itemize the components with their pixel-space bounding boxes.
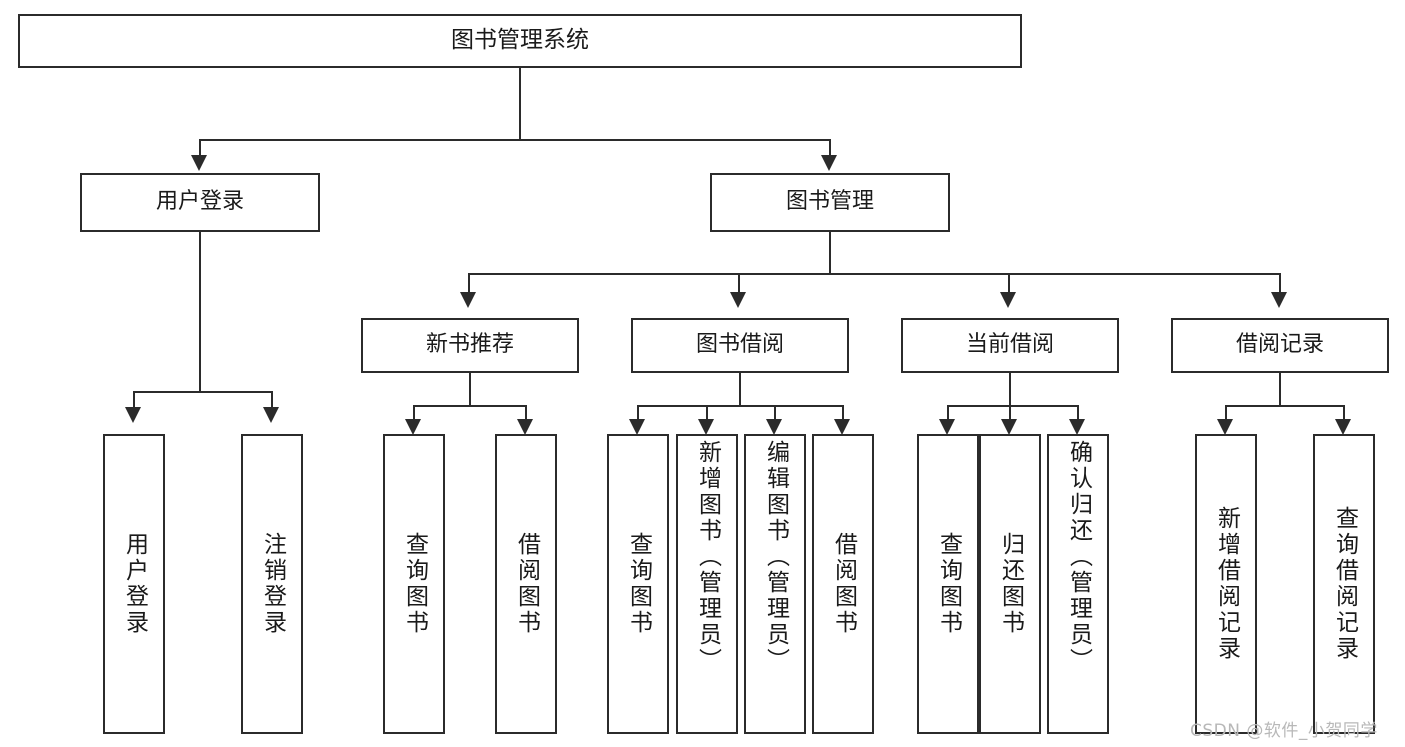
leaf-cb-query-book[interactable]: 查询图书 xyxy=(917,434,979,734)
node-book-borrow[interactable]: 图书借阅 xyxy=(631,318,849,373)
node-label: 借阅记录 xyxy=(1235,332,1324,358)
connector-borrow-record-bus xyxy=(1225,405,1343,407)
node-label: 当前借阅 xyxy=(965,332,1054,358)
arrowhead-current-borrow xyxy=(1000,292,1016,308)
connector-root-bus xyxy=(199,139,831,141)
connector-book-borrow-stem xyxy=(739,373,741,406)
connector-root-stem xyxy=(519,68,521,140)
node-current-borrow[interactable]: 当前借阅 xyxy=(901,318,1119,373)
leaf-br-add-record[interactable]: 新增借阅记录 xyxy=(1195,434,1257,734)
arrowhead-bb-add-book xyxy=(698,419,714,435)
watermark-csdn: CSDN @软件_小贺同学 xyxy=(1190,721,1378,741)
connector-current-borrow-stem xyxy=(1009,373,1011,406)
leaf-cb-return-book[interactable]: 归还图书 xyxy=(979,434,1041,734)
node-label: 图书借阅 xyxy=(695,332,784,358)
node-label: 新增借阅记录 xyxy=(1213,506,1240,662)
node-label: 图书管理系统 xyxy=(451,27,589,54)
node-label: 查询图书 xyxy=(625,532,652,636)
node-label: 用户登录 xyxy=(121,532,148,636)
node-label: 归还图书 xyxy=(997,532,1024,636)
node-label: 注销登录 xyxy=(259,532,286,636)
connector-user-login-bus xyxy=(133,391,271,393)
arrowhead-new-book-recommend xyxy=(460,292,476,308)
node-label: 确认归还（管理员） xyxy=(1065,440,1092,674)
node-label: 图书管理 xyxy=(785,189,874,215)
connector-bb-drop-3 xyxy=(774,405,776,421)
leaf-nb-borrow-book[interactable]: 借阅图书 xyxy=(495,434,557,734)
node-label: 新增图书（管理员） xyxy=(694,440,721,674)
connector-new-book-drop-2 xyxy=(525,405,527,421)
arrowhead-cb-query-book xyxy=(939,419,955,435)
node-user-login[interactable]: 用户登录 xyxy=(80,173,320,232)
connector-bb-drop-1 xyxy=(637,405,639,421)
connector-bb-drop-4 xyxy=(842,405,844,421)
arrowhead-book-borrow xyxy=(730,292,746,308)
node-label: 借阅图书 xyxy=(513,532,540,636)
arrowhead-leaf-user-login xyxy=(125,407,141,423)
connector-root-to-book-management xyxy=(829,139,831,157)
connector-br-drop-2 xyxy=(1343,405,1345,421)
arrowhead-br-add-record xyxy=(1217,419,1233,435)
arrowhead-br-query-record xyxy=(1335,419,1351,435)
node-book-management[interactable]: 图书管理 xyxy=(710,173,950,232)
connector-new-book-stem xyxy=(469,373,471,406)
leaf-logout[interactable]: 注销登录 xyxy=(241,434,303,734)
node-label: 编辑图书（管理员） xyxy=(762,440,789,674)
leaf-cb-confirm-return[interactable]: 确认归还（管理员） xyxy=(1047,434,1109,734)
connector-borrow-record-stem xyxy=(1279,373,1281,406)
arrowhead-nb-borrow-book xyxy=(517,419,533,435)
connector-cb-drop-3 xyxy=(1077,405,1079,421)
connector-drop-book-borrow xyxy=(738,273,740,294)
arrowhead-bb-edit-book xyxy=(766,419,782,435)
leaf-br-query-record[interactable]: 查询借阅记录 xyxy=(1313,434,1375,734)
node-label: 查询图书 xyxy=(935,532,962,636)
connector-new-book-drop-1 xyxy=(413,405,415,421)
connector-current-borrow-bus xyxy=(947,405,1078,407)
connector-level2-bus xyxy=(468,273,1280,275)
connector-new-book-bus xyxy=(413,405,525,407)
node-borrow-record[interactable]: 借阅记录 xyxy=(1171,318,1389,373)
arrowhead-leaf-logout xyxy=(263,407,279,423)
node-label: 查询图书 xyxy=(401,532,428,636)
leaf-bb-query-book[interactable]: 查询图书 xyxy=(607,434,669,734)
connector-drop-current-borrow xyxy=(1008,273,1010,294)
connector-root-to-user-login xyxy=(199,139,201,157)
node-new-book-recommend[interactable]: 新书推荐 xyxy=(361,318,579,373)
connector-cb-drop-1 xyxy=(947,405,949,421)
connector-drop-new-book xyxy=(468,273,470,294)
arrowhead-bb-query-book xyxy=(629,419,645,435)
arrowhead-nb-query-book xyxy=(405,419,421,435)
connector-user-login-drop-1 xyxy=(133,391,135,409)
connector-book-borrow-bus xyxy=(637,405,843,407)
connector-drop-borrow-record xyxy=(1279,273,1281,294)
connector-bb-drop-2 xyxy=(706,405,708,421)
arrowhead-cb-confirm-return xyxy=(1069,419,1085,435)
node-label: 新书推荐 xyxy=(425,332,514,358)
leaf-nb-query-book[interactable]: 查询图书 xyxy=(383,434,445,734)
node-label: 借阅图书 xyxy=(830,532,857,636)
node-root-book-management-system[interactable]: 图书管理系统 xyxy=(18,14,1022,68)
connector-book-management-stem xyxy=(829,232,831,274)
leaf-bb-add-book[interactable]: 新增图书（管理员） xyxy=(676,434,738,734)
connector-br-drop-1 xyxy=(1225,405,1227,421)
arrowhead-book-management xyxy=(821,155,837,171)
leaf-user-login[interactable]: 用户登录 xyxy=(103,434,165,734)
arrowhead-cb-return-book xyxy=(1001,419,1017,435)
leaf-bb-edit-book[interactable]: 编辑图书（管理员） xyxy=(744,434,806,734)
connector-user-login-stem xyxy=(199,232,201,392)
node-label: 用户登录 xyxy=(155,189,244,215)
leaf-bb-borrow-book[interactable]: 借阅图书 xyxy=(812,434,874,734)
connector-user-login-drop-2 xyxy=(271,391,273,409)
arrowhead-borrow-record xyxy=(1271,292,1287,308)
arrowhead-bb-borrow-book xyxy=(834,419,850,435)
arrowhead-user-login xyxy=(191,155,207,171)
node-label: 查询借阅记录 xyxy=(1331,506,1358,662)
connector-cb-drop-2 xyxy=(1009,405,1011,421)
